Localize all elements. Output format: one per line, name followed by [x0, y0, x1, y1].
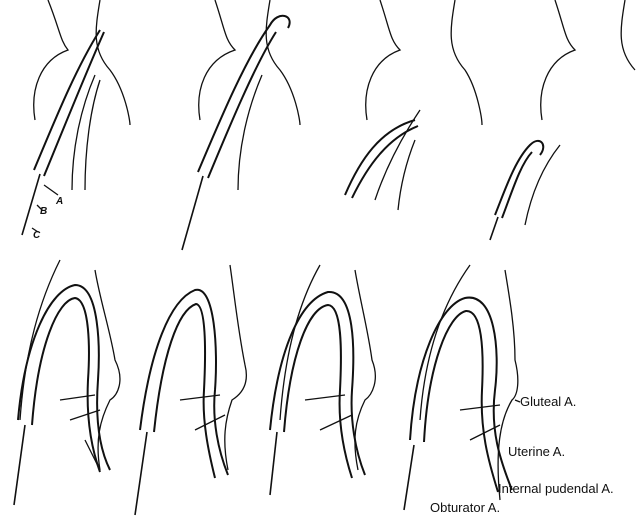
vessel-branches — [304, 394, 353, 431]
label-uterine-artery: Uterine A. — [508, 444, 565, 459]
label-gluteal-artery: Gluteal A. — [520, 394, 576, 409]
catheter — [269, 290, 366, 476]
vessel-wall — [237, 74, 263, 191]
vessel-wall — [198, 0, 237, 121]
vessel-wall — [84, 79, 101, 191]
vessel-wall — [450, 0, 483, 126]
vessel-wall — [540, 0, 577, 121]
letter-a: A — [55, 196, 63, 207]
catheter — [283, 303, 353, 479]
vessel-branches — [179, 394, 226, 431]
panel-6 — [134, 264, 247, 516]
catheter — [31, 296, 101, 473]
catheter — [501, 151, 533, 219]
panel-2 — [181, 0, 301, 251]
catheter — [17, 283, 111, 471]
panel-1: A B C — [21, 0, 131, 241]
label-obturator-artery: Obturator A. — [430, 500, 500, 515]
vessel-branches — [459, 399, 521, 441]
vessel-wall — [19, 259, 61, 421]
guidewire — [21, 173, 41, 236]
panel-8: Gluteal A. Uterine A. Internal pudendal … — [403, 264, 614, 515]
label-internal-pudendal-artery: Internal pudendal A. — [498, 481, 614, 496]
panel-4 — [489, 0, 636, 241]
vessel-wall — [224, 264, 247, 471]
letter-c: C — [33, 230, 41, 241]
guidewire — [134, 431, 148, 516]
vessel-branches — [59, 394, 101, 471]
vessel-wall — [397, 139, 416, 211]
catheter — [409, 296, 513, 491]
guidewire — [181, 175, 204, 251]
vessel-wall — [497, 269, 519, 501]
catheter — [494, 139, 545, 216]
vessel-wall — [374, 109, 421, 201]
catheter — [344, 119, 416, 196]
catheter — [153, 302, 216, 479]
guidewire — [13, 424, 26, 506]
catheter — [351, 125, 419, 199]
vessel-wall — [419, 264, 471, 421]
vessel-wall — [71, 74, 96, 191]
leader-lines — [31, 184, 59, 233]
panel-5 — [13, 259, 121, 506]
vessel-wall — [265, 0, 301, 126]
catheter — [33, 29, 101, 171]
letter-b: B — [40, 206, 47, 217]
vessel-wall — [524, 144, 561, 226]
guidewire — [269, 431, 278, 496]
guidewire — [489, 216, 499, 241]
catheter — [423, 309, 499, 493]
vessel-wall — [365, 0, 402, 121]
vessel-wall — [95, 0, 131, 126]
panel-3 — [344, 0, 483, 211]
guidewire — [403, 444, 415, 511]
catheter — [207, 31, 277, 179]
vessel-wall — [354, 269, 376, 471]
vessel-wall — [33, 0, 70, 121]
vessel-wall — [620, 0, 636, 71]
panel-7 — [269, 264, 376, 496]
catheter — [43, 31, 105, 177]
catheter — [139, 288, 229, 476]
catheter — [197, 14, 291, 173]
